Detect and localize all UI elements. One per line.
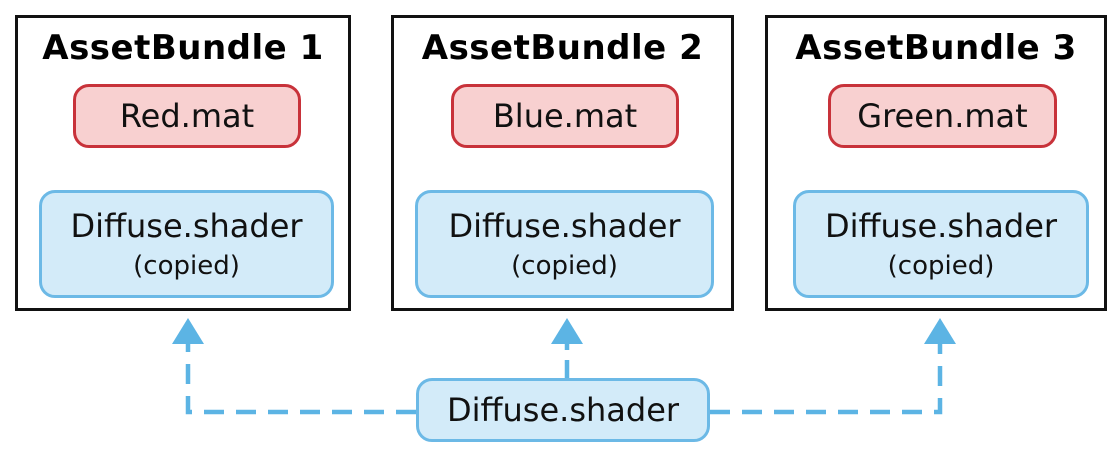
shader-copied-note: (copied): [511, 251, 618, 281]
shader-node-copy-1: Diffuse.shader (copied): [39, 190, 334, 298]
material-node-blue: Blue.mat: [451, 84, 679, 148]
asset-bundle-title: AssetBundle 3: [795, 28, 1077, 68]
material-node-red: Red.mat: [73, 84, 301, 148]
shader-copied-note: (copied): [887, 251, 995, 281]
shader-node-copy-3: Diffuse.shader (copied): [793, 190, 1089, 298]
asset-bundle-title: AssetBundle 1: [42, 28, 324, 68]
asset-bundle-1: AssetBundle 1 Red.mat Diffuse.shader (co…: [15, 15, 351, 311]
shader-name: Diffuse.shader: [448, 207, 681, 245]
source-shader-node: Diffuse.shader: [416, 378, 710, 442]
dependency-arrow-3: [710, 318, 956, 415]
asset-bundle-2: AssetBundle 2 Blue.mat Diffuse.shader (c…: [391, 15, 734, 311]
shader-name: Diffuse.shader: [70, 207, 303, 245]
shader-name: Diffuse.shader: [824, 207, 1058, 245]
dependency-arrow-1: [172, 318, 416, 415]
material-node-green: Green.mat: [828, 84, 1057, 148]
asset-bundle-3: AssetBundle 3 Green.mat Diffuse.shader (…: [765, 15, 1107, 311]
shader-copied-note: (copied): [133, 251, 240, 281]
dependency-arrow-2: [551, 318, 583, 378]
shader-node-copy-2: Diffuse.shader (copied): [415, 190, 714, 298]
asset-bundle-title: AssetBundle 2: [421, 28, 704, 68]
